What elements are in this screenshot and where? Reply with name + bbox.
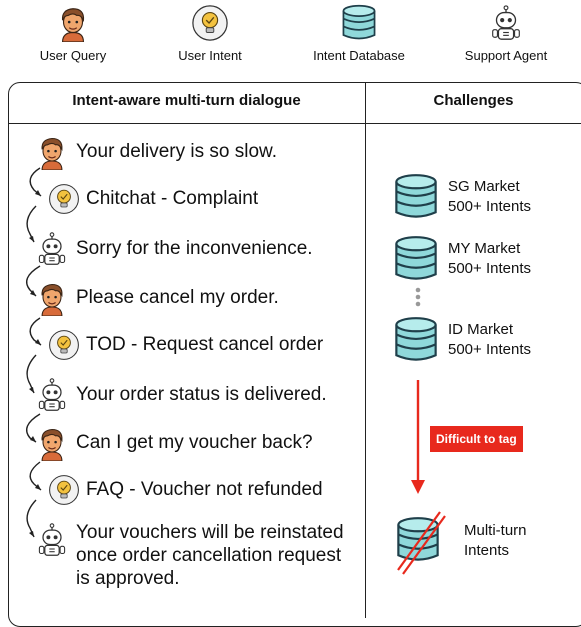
market-name: SG Market <box>448 177 520 195</box>
turn-text: Chitchat - Complaint <box>86 187 259 209</box>
robot-icon <box>34 522 70 558</box>
dialogue-turn-user: Please cancel my order. <box>34 280 279 316</box>
legend-label: User Intent <box>178 48 242 63</box>
dialogue-header: Intent-aware multi-turn dialogue <box>72 92 301 109</box>
legend-intent-database: Intent Database <box>294 4 424 63</box>
market-sg: SG Market 500+ Intents <box>392 172 531 222</box>
dialogue-turn-agent: Your order status is delivered. <box>34 377 327 413</box>
turn-text: Sorry for the inconvenience. <box>76 237 313 259</box>
turn-text-line: once order cancellation request <box>76 544 342 566</box>
legend-user-intent: User Intent <box>145 4 275 63</box>
turn-text: Can I get my voucher back? <box>76 431 313 453</box>
turn-text-line: is approved. <box>76 567 180 589</box>
dialogue-turn-agent: Sorry for the inconvenience. <box>34 231 313 267</box>
legend-user-query: User Query <box>8 4 138 63</box>
lightbulb-icon <box>48 183 80 215</box>
multi-turn-line: Intents <box>464 542 510 560</box>
turn-text: Your delivery is so slow. <box>76 140 278 162</box>
market-name: MY Market <box>448 239 521 257</box>
robot-icon <box>34 231 70 267</box>
database-icon <box>340 4 378 42</box>
turn-text-line: Your vouchers will be reinstated <box>76 522 344 543</box>
turn-text: Your vouchers will be reinstated once or… <box>76 522 344 590</box>
dialogue-turn-agent: Your vouchers will be reinstated once or… <box>34 522 344 590</box>
market-name: ID Market <box>448 320 514 338</box>
header-divider <box>8 123 581 124</box>
legend-label: Support Agent <box>464 48 548 63</box>
dialogue-turn-intent: TOD - Request cancel order <box>48 329 323 361</box>
multi-turn-intents-label: Multi-turn Intents <box>464 521 527 562</box>
lightbulb-icon <box>191 4 229 42</box>
database-icon <box>392 234 440 284</box>
turn-text: FAQ - Voucher not refunded <box>86 478 323 500</box>
robot-icon <box>487 4 525 42</box>
lightbulb-icon <box>48 474 80 506</box>
market-id: ID Market 500+ Intents <box>392 315 531 365</box>
turn-text: TOD - Request cancel order <box>86 333 324 355</box>
dialogue-turn-intent: Chitchat - Complaint <box>48 183 258 215</box>
market-my: MY Market 500+ Intents <box>392 234 531 284</box>
user-face-icon <box>34 134 70 170</box>
user-face-icon <box>34 425 70 461</box>
dialogue-turn-user: Your delivery is so slow. <box>34 134 277 170</box>
market-count: 500+ Intents <box>448 341 531 358</box>
robot-icon <box>34 377 70 413</box>
legend-label: User Query <box>39 48 107 63</box>
difficult-to-tag-badge: Difficult to tag <box>430 426 523 452</box>
database-icon <box>392 172 440 222</box>
legend-label: Intent Database <box>313 48 405 63</box>
challenges-header: Challenges <box>433 92 514 109</box>
legend-support-agent: Support Agent <box>441 4 571 63</box>
multi-turn-line: Multi-turn <box>464 522 527 539</box>
turn-text: Your order status is delivered. <box>76 383 327 405</box>
dialogue-turn-user: Can I get my voucher back? <box>34 425 313 461</box>
database-icon <box>392 315 440 365</box>
user-face-icon <box>34 280 70 316</box>
column-divider <box>365 82 366 618</box>
dialogue-turn-intent: FAQ - Voucher not refunded <box>48 474 323 506</box>
lightbulb-icon <box>48 329 80 361</box>
market-count: 500+ Intents <box>448 260 531 277</box>
turn-text: Please cancel my order. <box>76 286 279 308</box>
market-count: 500+ Intents <box>448 198 531 215</box>
user-face-icon <box>54 4 92 42</box>
